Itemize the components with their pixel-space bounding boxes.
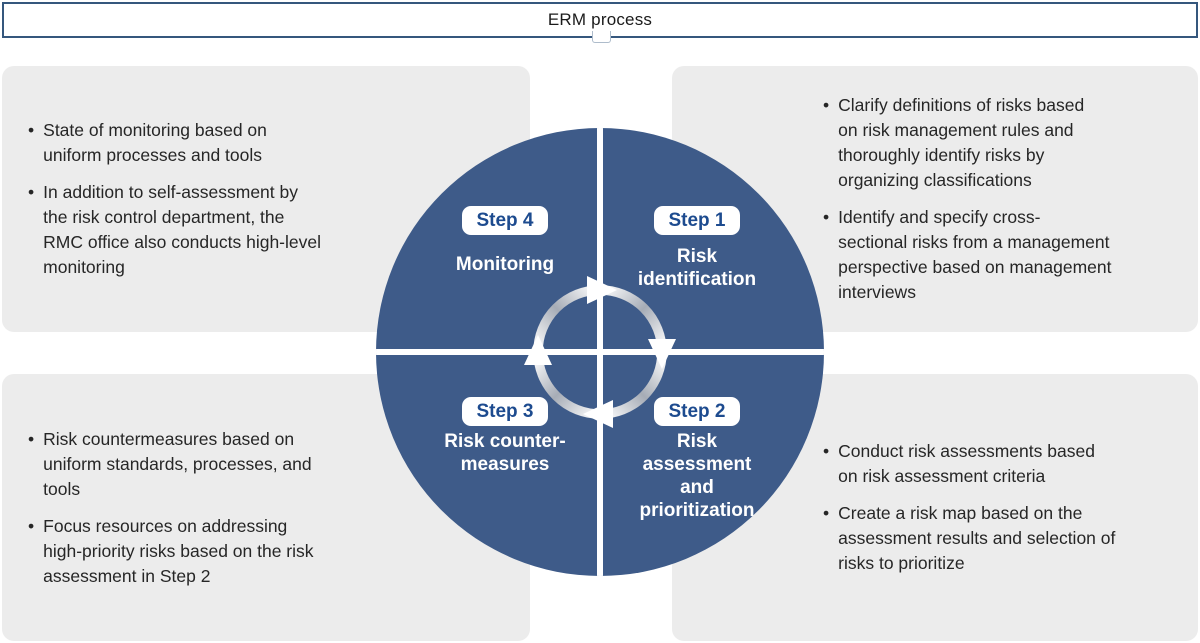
bullet-icon: •	[28, 515, 35, 536]
step2-badge-label: Step 2	[668, 400, 726, 422]
step4-bullet-1: State of monitoring based on uniform pro…	[43, 120, 267, 165]
step3-bullet-2: Focus resources on addressing high-prior…	[43, 515, 314, 586]
step2-title: Risk assessment and prioritization	[639, 431, 755, 521]
bullet-icon: •	[823, 441, 830, 461]
bullet-icon: •	[28, 428, 35, 449]
bullet-icon: •	[28, 120, 35, 140]
step1-bullet-1: Clarify definitions of risks based on ri…	[838, 95, 1085, 190]
arrow-down-icon	[648, 339, 676, 369]
bullet-icon: •	[823, 207, 830, 227]
cycle-arrow-icons	[524, 276, 676, 428]
step2-badge: Step 2	[654, 397, 740, 426]
step4-badge-label: Step 4	[476, 209, 534, 231]
list-item: • Create a risk map based on the assessm…	[823, 501, 1184, 576]
step4-badge: Step 4	[462, 206, 548, 235]
erm-cycle-graphic	[376, 128, 824, 576]
list-item: • State of monitoring based on uniform p…	[28, 118, 390, 168]
bullet-icon: •	[823, 95, 830, 115]
bullet-icon: •	[28, 182, 35, 202]
arrow-right-icon	[587, 276, 617, 304]
step1-title: Risk identification	[637, 246, 757, 290]
step2-bullet-1: Conduct risk assessments based on risk a…	[838, 441, 1095, 486]
step3-bullet-1: Risk countermeasures based on uniform st…	[43, 428, 312, 499]
title-connector-notch	[592, 31, 611, 43]
step2-bullet-2: Create a risk map based on the assessmen…	[838, 503, 1116, 573]
quadrant-divider-lines	[376, 128, 824, 576]
step3-title: Risk counter- measures	[444, 431, 566, 475]
step1-bullet-2: Identify and specify cross- sectional ri…	[838, 207, 1112, 302]
step1-badge-label: Step 1	[668, 209, 726, 231]
step4-title: Monitoring	[455, 254, 555, 275]
arrow-up-icon	[524, 335, 552, 365]
step1-badge: Step 1	[654, 206, 740, 235]
page-title: ERM process	[547, 10, 653, 29]
step3-badge: Step 3	[462, 397, 548, 426]
step3-badge-label: Step 3	[476, 400, 534, 422]
list-item: • Conduct risk assessments based on risk…	[823, 439, 1184, 489]
bullet-icon: •	[823, 503, 830, 523]
list-item: • Risk countermeasures based on uniform …	[28, 427, 390, 502]
list-item: • In addition to self-assessment by the …	[28, 180, 390, 280]
list-item: • Focus resources on addressing high-pri…	[28, 514, 390, 589]
step4-bullet-2: In addition to self-assessment by the ri…	[43, 182, 322, 277]
list-item: • Clarify definitions of risks based on …	[823, 93, 1184, 193]
list-item: • Identify and specify cross- sectional …	[823, 205, 1184, 305]
arrow-left-icon	[583, 400, 613, 428]
